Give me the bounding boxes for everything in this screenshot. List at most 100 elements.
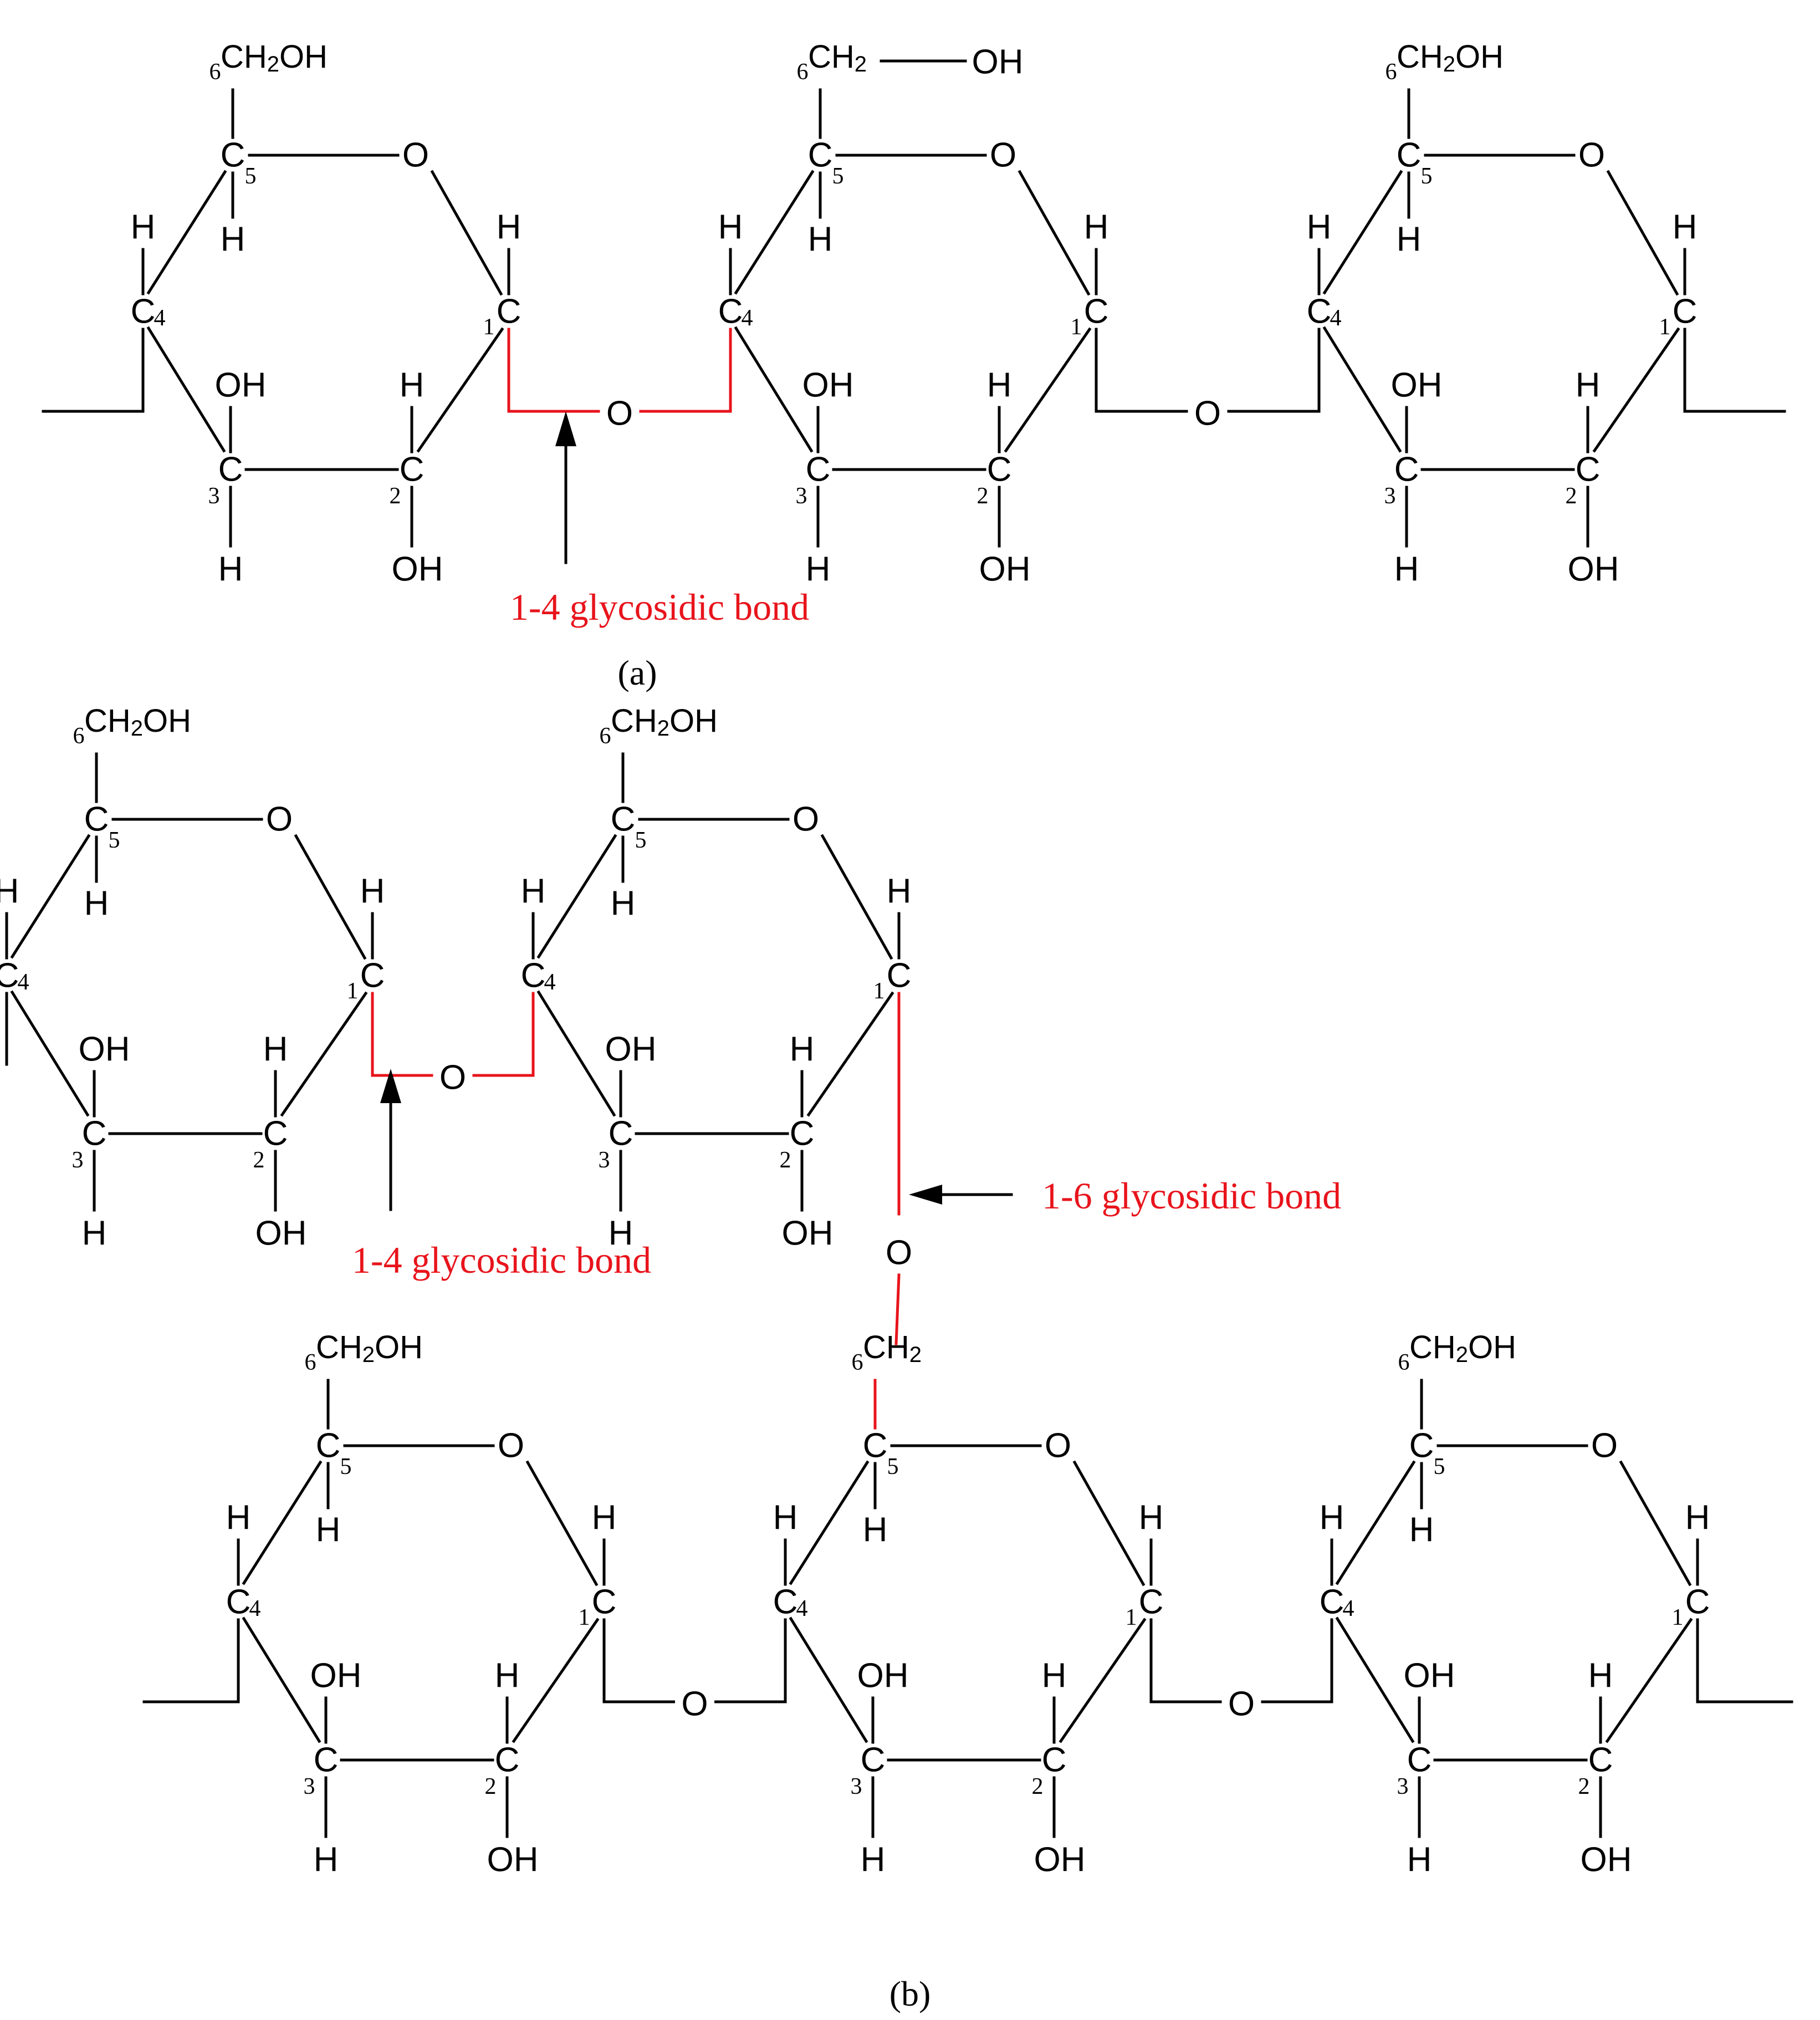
carbon-c5: C — [863, 1427, 888, 1465]
carbon-c4: C — [1307, 293, 1332, 331]
pos-c1: 1 — [1659, 314, 1671, 340]
bond-c4-c3 — [1322, 326, 1402, 453]
panel-b-lower-chain-ends — [142, 1618, 1793, 1703]
h-c1: H — [1685, 1499, 1710, 1537]
glycosidic-oxygen: O — [439, 1059, 466, 1097]
bond-c5-c4 — [1322, 170, 1403, 295]
carbon-c2: C — [987, 451, 1012, 489]
h-c2: H — [263, 1031, 288, 1069]
h-c4: H — [0, 873, 19, 911]
carbon-c4: C — [0, 957, 19, 995]
pos-c5: 5 — [340, 1454, 352, 1480]
carbon-c3: C — [806, 451, 831, 489]
pos-c6: 6 — [209, 59, 221, 85]
carbon-c1: C — [1139, 1583, 1164, 1621]
pos-c3: 3 — [208, 483, 220, 509]
pos-c3: 3 — [1397, 1774, 1409, 1799]
bond-c5-c4 — [734, 170, 815, 295]
chain-continuation-left — [42, 328, 145, 413]
h-c1: H — [1673, 208, 1698, 247]
glycosidic-oxygen: O — [1194, 395, 1221, 433]
pos-c4: 4 — [249, 1596, 261, 1621]
pos-c1: 1 — [1672, 1605, 1684, 1630]
pos-c6: 6 — [1398, 1350, 1410, 1375]
ring-oxygen: O — [498, 1427, 524, 1465]
h-c1: H — [360, 873, 385, 911]
h-c1: H — [1139, 1499, 1164, 1537]
carbon-c5: C — [1397, 136, 1422, 175]
arrow-head-14-a — [555, 411, 576, 446]
h-c5: H — [1397, 221, 1422, 259]
h-c5: H — [611, 885, 636, 923]
bond-c2-c1 — [1605, 1618, 1693, 1743]
pos-c5: 5 — [635, 828, 647, 853]
oh-c3: OH — [802, 366, 854, 405]
ch2oh-group: CH2OH — [316, 1329, 423, 1368]
carbon-c2: C — [790, 1115, 815, 1153]
h-c5: H — [1409, 1511, 1434, 1549]
h-c4: H — [131, 208, 156, 247]
pos-c3: 3 — [1384, 483, 1396, 509]
h-c3: H — [861, 1841, 886, 1879]
h-c2: H — [495, 1657, 520, 1695]
bond-c5-c4 — [146, 170, 227, 295]
bond-c5-c4 — [789, 1460, 870, 1585]
oh-c2: OH — [1034, 1841, 1086, 1879]
h-c2: H — [790, 1031, 815, 1069]
bond-c1-o5 — [1018, 170, 1091, 296]
pos-c2: 2 — [977, 483, 989, 509]
oh-c2: OH — [487, 1841, 539, 1879]
bond-c2-c1 — [1004, 327, 1092, 453]
h-c3: H — [806, 550, 831, 589]
carbon-c4: C — [521, 957, 546, 995]
carbon-c1: C — [592, 1583, 617, 1621]
ring-oxygen: O — [402, 136, 429, 175]
pos-c5: 5 — [245, 164, 257, 189]
pos-c6: 6 — [797, 59, 809, 85]
h-c4: H — [521, 873, 546, 911]
bond-c2-c1 — [1059, 1618, 1147, 1743]
h-c2: H — [1588, 1657, 1613, 1695]
pos-c4: 4 — [154, 305, 166, 331]
link-1-6-branch: O — [886, 992, 912, 1345]
h-c3: H — [314, 1841, 339, 1879]
h-c5: H — [84, 885, 109, 923]
panel-b-upper-link: O — [371, 992, 535, 1097]
carbon-c1: C — [1084, 293, 1109, 331]
oh-c6: OH — [972, 43, 1024, 81]
pos-c3: 3 — [304, 1774, 315, 1799]
pos-c2: 2 — [390, 483, 401, 509]
pos-c2: 2 — [1032, 1774, 1044, 1799]
h-c3: H — [82, 1215, 107, 1253]
carbon-c3: C — [218, 451, 243, 489]
bond-c4-c3 — [146, 326, 226, 453]
h-c5: H — [221, 221, 246, 259]
pos-c1: 1 — [1071, 314, 1082, 340]
ch2-group: CH2 — [863, 1329, 922, 1368]
bond-c1-o — [1095, 328, 1188, 413]
bond-c5-c4 — [10, 834, 91, 959]
h-c2: H — [1042, 1657, 1067, 1695]
carbon-c1: C — [1673, 293, 1698, 331]
pos-c6: 6 — [1386, 59, 1397, 85]
bond-c2-c1 — [280, 991, 368, 1117]
label-14-glycosidic-bond-b: 1-4 glycosidic bond — [352, 1239, 651, 1281]
h-c4: H — [226, 1499, 251, 1537]
label-16-glycosidic-bond: 1-6 glycosidic bond — [1042, 1175, 1341, 1217]
pos-c2: 2 — [485, 1774, 497, 1799]
h-c1: H — [497, 208, 522, 247]
carbon-c3: C — [861, 1741, 886, 1779]
glycosidic-oxygen: O — [1228, 1685, 1255, 1723]
pos-c5: 5 — [1421, 164, 1433, 189]
pos-c2: 2 — [780, 1147, 791, 1173]
oh-c2: OH — [979, 550, 1031, 589]
ring-oxygen: O — [1578, 136, 1605, 175]
h-c5: H — [316, 1511, 341, 1549]
oh-c2: OH — [782, 1215, 834, 1253]
panel-b-lower-link-2-3: O — [1149, 1618, 1333, 1723]
